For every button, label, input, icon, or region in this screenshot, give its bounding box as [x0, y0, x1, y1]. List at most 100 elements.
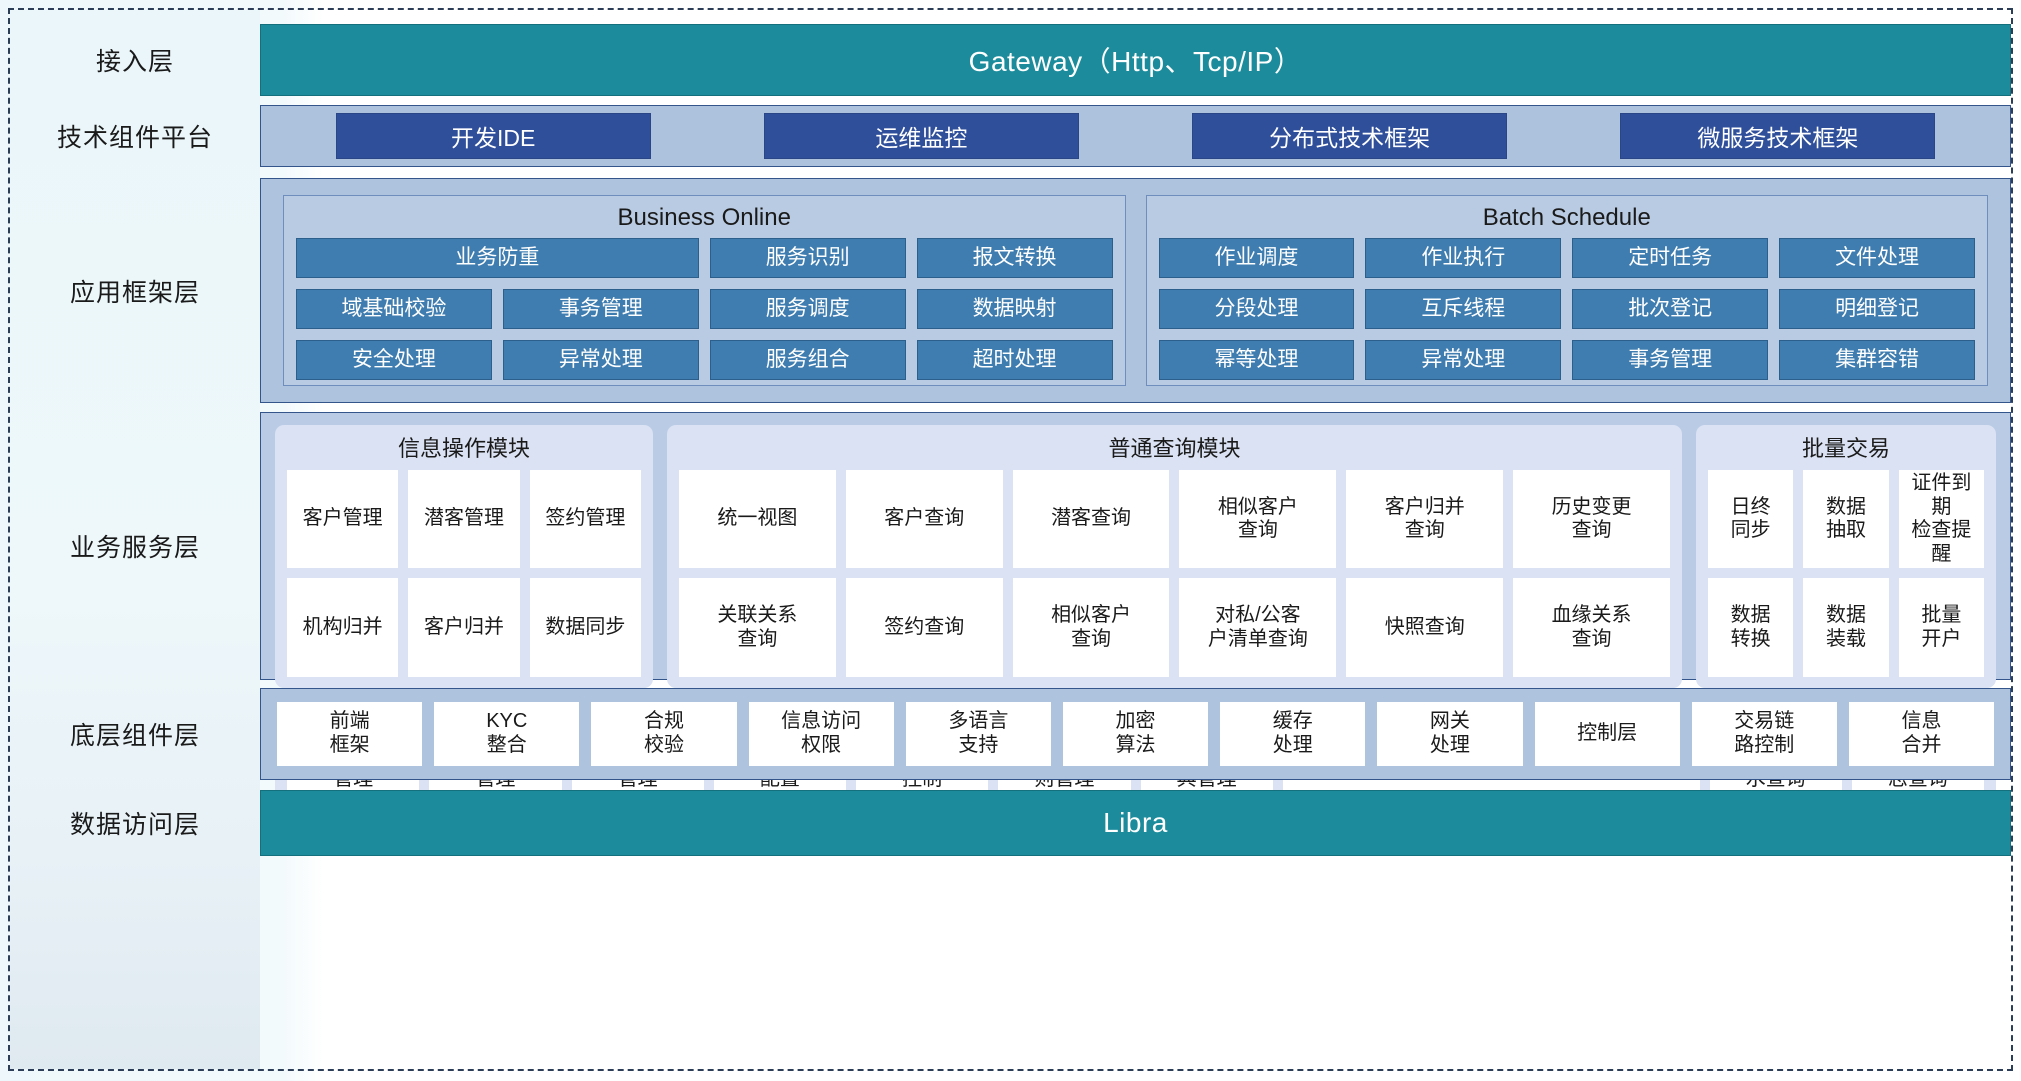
- chip-bo-r3c1[interactable]: 安全处理: [296, 340, 492, 380]
- chip-bo-r1c1[interactable]: 业务防重: [296, 238, 699, 278]
- tech-platform-band: 开发IDE 运维监控 分布式技术框架 微服务技术框架: [260, 105, 2011, 167]
- cell-gq-r2c3[interactable]: 相似客户查询: [1012, 578, 1170, 677]
- cell-bt-r2c3[interactable]: 批量开户: [1898, 578, 1984, 677]
- layer-label-business-service: 业务服务层: [69, 534, 200, 562]
- grid-batch-transaction: 日终同步 数据抽取 证件到期检查提醒 数据转换 数据装载 批量开户: [1708, 470, 1984, 677]
- chip-bs-r1c2[interactable]: 作业执行: [1365, 238, 1562, 278]
- module-batch-transaction: 批量交易 日终同步 数据抽取 证件到期检查提醒 数据转换 数据装载 批量开户: [1696, 425, 1996, 688]
- chip-bo-r1c4[interactable]: 报文转换: [916, 238, 1113, 278]
- diagram-outer-frame: [8, 8, 2013, 1071]
- cell-gq-r2c6[interactable]: 血缘关系查询: [1513, 578, 1670, 677]
- tech-chip-microservice-framework[interactable]: 微服务技术框架: [1620, 113, 1936, 159]
- cell-gq-r1c5[interactable]: 客户归并查询: [1346, 470, 1504, 569]
- grid-info-operation: 客户管理 潜客管理 签约管理 机构归并 客户归并 数据同步: [287, 470, 641, 677]
- cell-comp-frontend-framework[interactable]: 前端框架: [277, 702, 423, 766]
- grid-batch-schedule: 作业调度 作业执行 定时任务 文件处理 分段处理 互斥线程 批次登记 明细登记 …: [1158, 238, 1975, 380]
- cell-bt-r2c1[interactable]: 数据转换: [1708, 578, 1794, 677]
- cell-gq-r1c4[interactable]: 相似客户查询: [1179, 470, 1337, 569]
- chip-bs-r3c4[interactable]: 集群容错: [1779, 340, 1975, 380]
- chip-bo-r1c3[interactable]: 服务识别: [709, 238, 906, 278]
- business-service-band: 信息操作模块 客户管理 潜客管理 签约管理 机构归并 客户归并 数据同步: [260, 412, 2011, 805]
- cell-gq-r2c1[interactable]: 关联关系查询: [679, 578, 836, 677]
- layer-label-tech-platform: 技术组件平台: [56, 124, 213, 152]
- chip-bs-r2c2[interactable]: 互斥线程: [1365, 289, 1562, 329]
- group-title-business-online: Business Online: [617, 204, 791, 231]
- cell-comp-info-merge[interactable]: 信息合并: [1848, 702, 1995, 766]
- chip-bs-r3c2[interactable]: 异常处理: [1365, 340, 1562, 380]
- module-info-operation: 信息操作模块 客户管理 潜客管理 签约管理 机构归并 客户归并 数据同步: [275, 425, 653, 688]
- cell-comp-transaction-chain-control[interactable]: 交易链路控制: [1691, 702, 1837, 766]
- group-business-online: Business Online 业务防重 服务识别 报文转换 域基础校验 事务管…: [283, 195, 1126, 386]
- layer-body-access: Gateway（Http、Tcp/IP）: [260, 24, 2011, 96]
- tech-chip-ide[interactable]: 开发IDE: [335, 113, 651, 159]
- cell-io-r1c3[interactable]: 签约管理: [529, 470, 641, 569]
- chip-bs-r1c4[interactable]: 文件处理: [1779, 238, 1975, 278]
- cell-io-r1c2[interactable]: 潜客管理: [408, 470, 520, 569]
- chip-bs-r2c4[interactable]: 明细登记: [1779, 289, 1975, 329]
- cell-comp-control-layer[interactable]: 控制层: [1534, 702, 1680, 766]
- grid-general-query: 统一视图 客户查询 潜客查询 相似客户查询 客户归并查询 历史变更查询 关联关系…: [679, 470, 1670, 677]
- chip-bs-r1c3[interactable]: 定时任务: [1572, 238, 1769, 278]
- cell-bt-r1c2[interactable]: 数据抽取: [1803, 470, 1889, 569]
- group-title-batch-schedule: Batch Schedule: [1482, 204, 1651, 231]
- cell-gq-r1c1[interactable]: 统一视图: [679, 470, 836, 569]
- chip-bo-r2c1[interactable]: 域基础校验: [296, 289, 492, 329]
- chip-bo-r3c3[interactable]: 服务组合: [709, 340, 906, 380]
- chip-bo-r2c3[interactable]: 服务调度: [709, 289, 906, 329]
- layer-business-service: 业务服务层 信息操作模块 客户管理 潜客管理 签约管理 机构归并 客户归并: [10, 412, 2011, 805]
- layer-label-app-framework: 应用框架层: [69, 278, 200, 307]
- layer-app-framework: 应用框架层 Business Online 业务防重 服务识别 报文转换 域基础…: [10, 178, 2011, 403]
- cell-comp-compliance-check[interactable]: 合规校验: [591, 702, 737, 766]
- chip-bs-r1c1[interactable]: 作业调度: [1158, 238, 1355, 278]
- chip-bo-r2c2[interactable]: 事务管理: [502, 289, 699, 329]
- cell-io-r2c2[interactable]: 客户归并: [408, 578, 520, 677]
- layer-label-access: 接入层: [95, 48, 174, 76]
- cell-gq-r1c3[interactable]: 潜客查询: [1012, 470, 1170, 569]
- layer-data-access: 数据访问层 Libra: [10, 790, 2011, 856]
- chip-bs-r2c3[interactable]: 批次登记: [1572, 289, 1769, 329]
- cell-gq-r1c6[interactable]: 历史变更查询: [1513, 470, 1670, 569]
- chip-bs-r3c3[interactable]: 事务管理: [1572, 340, 1769, 380]
- layer-stack: 接入层 Gateway（Http、Tcp/IP） 技术组件平台 开发IDE 运维…: [10, 10, 2011, 1069]
- cell-bt-r1c3[interactable]: 证件到期检查提醒: [1898, 470, 1984, 569]
- chip-bs-r3c1[interactable]: 幂等处理: [1158, 340, 1355, 380]
- layer-body-data-access: Libra: [260, 790, 2011, 856]
- grid-business-online: 业务防重 服务识别 报文转换 域基础校验 事务管理 服务调度 数据映射 安全处理…: [296, 238, 1113, 380]
- cell-gq-r2c2[interactable]: 签约查询: [845, 578, 1003, 677]
- layer-access: 接入层 Gateway（Http、Tcp/IP）: [10, 24, 2011, 96]
- cell-io-r1c1[interactable]: 客户管理: [287, 470, 399, 569]
- app-framework-band: Business Online 业务防重 服务识别 报文转换 域基础校验 事务管…: [260, 178, 2011, 403]
- layer-tech-platform: 技术组件平台 开发IDE 运维监控 分布式技术框架 微服务技术框架: [10, 105, 2011, 167]
- chip-bs-r2c1[interactable]: 分段处理: [1158, 289, 1355, 329]
- tech-chip-ops-monitor[interactable]: 运维监控: [763, 113, 1079, 159]
- cell-comp-multilanguage-support[interactable]: 多语言支持: [905, 702, 1051, 766]
- cell-gq-r2c4[interactable]: 对私/公客户清单查询: [1179, 578, 1337, 677]
- cell-gq-r2c5[interactable]: 快照查询: [1346, 578, 1504, 677]
- cell-comp-info-access-permission[interactable]: 信息访问权限: [748, 702, 894, 766]
- cell-comp-cache-processing[interactable]: 缓存处理: [1220, 702, 1366, 766]
- module-general-query: 普通查询模块 统一视图 客户查询 潜客查询 相似客户查询 客户归并查询 历史变更…: [667, 425, 1682, 688]
- layer-body-app-framework: Business Online 业务防重 服务识别 报文转换 域基础校验 事务管…: [260, 178, 2011, 403]
- chip-bo-r2c4[interactable]: 数据映射: [916, 289, 1113, 329]
- gateway-bar[interactable]: Gateway（Http、Tcp/IP）: [260, 24, 2011, 96]
- cell-comp-encryption-algorithm[interactable]: 加密算法: [1062, 702, 1209, 766]
- module-title-general-query: 普通查询模块: [1108, 436, 1241, 461]
- libra-bar[interactable]: Libra: [260, 790, 2011, 856]
- business-service-modules-row: 信息操作模块 客户管理 潜客管理 签约管理 机构归并 客户归并 数据同步: [275, 425, 1996, 688]
- cell-io-r2c1[interactable]: 机构归并: [287, 578, 399, 677]
- tech-chip-distributed-framework[interactable]: 分布式技术框架: [1192, 113, 1508, 159]
- cell-bt-r1c1[interactable]: 日终同步: [1708, 470, 1794, 569]
- cell-gq-r1c2[interactable]: 客户查询: [845, 470, 1003, 569]
- left-gradient-wash: [10, 10, 260, 1069]
- cell-comp-gateway-processing[interactable]: 网关处理: [1377, 702, 1523, 766]
- cell-bt-r2c2[interactable]: 数据装载: [1803, 578, 1889, 677]
- layer-label-base-components: 底层组件层: [69, 722, 200, 750]
- chip-bo-r3c4[interactable]: 超时处理: [916, 340, 1113, 380]
- layer-body-tech-platform: 开发IDE 运维监控 分布式技术框架 微服务技术框架: [260, 105, 2011, 167]
- chip-bo-r3c2[interactable]: 异常处理: [502, 340, 699, 380]
- cell-io-r2c3[interactable]: 数据同步: [529, 578, 641, 677]
